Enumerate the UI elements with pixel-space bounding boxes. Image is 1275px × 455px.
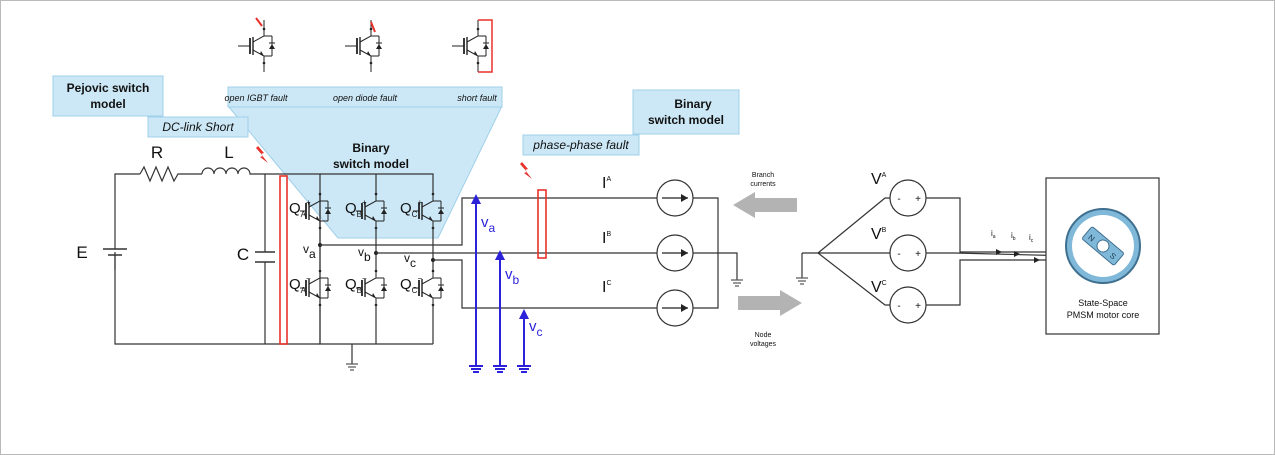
source-side-ground-icon [730,279,744,287]
phase-output-lines [320,197,738,309]
open-diode-fault-icon [345,20,383,72]
binary-center-line1: Binary [352,141,390,155]
source-e-label: E [76,243,87,262]
magnet-s-label: S [1108,251,1118,261]
resistor-label: R [151,143,163,162]
pejovic-label-line1: Pejovic switch [67,81,150,95]
current-ib-label: ib [1011,231,1016,242]
current-source-b-label: IB [602,230,611,247]
motor-current-arrows [996,249,1040,263]
dc-link-short-marker [279,175,288,345]
phase-phase-label: phase-phase fault [532,138,629,152]
capacitor-label: C [237,245,249,264]
dc-link-short-label: DC-link Short [162,120,234,134]
phase-phase-fault-marker [537,189,547,259]
probe-vb [492,250,508,373]
node-label-line1: Node [755,332,772,339]
voltage-source-c: - + [889,286,927,324]
node-va-label: va [303,242,316,261]
svg-text:+: + [915,301,921,312]
current-source-c-label: IC [602,279,612,296]
voltage-source-b-label: VB [871,226,887,243]
inverter-leg-b [355,191,388,344]
inverter-leg-a [299,191,332,344]
current-ic-label: ic [1029,233,1034,244]
svg-text:-: - [897,249,900,260]
current-source-a [656,179,694,217]
inductor-l [201,167,252,175]
motor-label-line1: State-Space [1078,298,1128,308]
fault-types-strip [227,86,503,108]
node-voltages-arrow-icon [738,290,802,316]
short-fault-label: short fault [457,93,497,103]
binary-right-callout [632,89,740,135]
current-source-b [656,234,694,272]
switch-qa-upper-label: QA+ [289,198,311,219]
open-igbt-fault-icon [238,17,276,72]
motor-side-wiring [801,197,1075,306]
probe-vb-label: vb [505,266,520,287]
voltage-source-a-label: VA [871,171,887,188]
phase-phase-callout [522,134,640,156]
current-ia-label: ia [991,229,996,240]
binary-right-line2: switch model [648,113,724,127]
voltage-source-c-label: VC [871,279,887,296]
open-diode-fault-label: open diode fault [333,93,398,103]
inductor-label: L [224,143,233,162]
dc-link-short-callout [147,116,249,138]
dc-source-e [103,198,127,270]
probe-vc [516,309,532,373]
dc-ground-icon [345,363,359,371]
motor-side-ground-icon [795,277,809,285]
motor-label-line2: PMSM motor core [1067,310,1140,320]
binary-right-line1: Binary [674,97,712,111]
motor-icon: N S [1065,208,1141,284]
node-vb-label: vb [358,245,371,264]
node-label-line2: voltages [750,341,777,348]
probe-va-label: va [481,214,496,235]
short-fault-icon [452,19,493,73]
current-source-a-label: IA [602,175,611,192]
voltage-source-b: - + [889,234,927,272]
binary-center-line2: switch model [333,157,409,171]
svg-text:-: - [897,301,900,312]
probe-vc-label: vc [529,318,543,339]
open-igbt-fault-label: open IGBT fault [224,93,288,103]
switch-qc-upper-label: QC+ [400,198,422,219]
switch-qa-lower-label: QA− [289,274,311,295]
switch-qb-upper-label: QB+ [345,198,367,219]
branch-label-line1: Branch [752,172,774,179]
switch-qb-lower-label: QB− [345,274,367,295]
svg-text:+: + [915,194,921,205]
resistor-r [139,165,182,183]
magnet-n-label: N [1086,233,1096,244]
branch-currents-arrow-icon [733,192,797,218]
switch-qc-lower-label: QC− [400,274,422,295]
current-source-c [656,289,694,327]
probe-va [468,194,484,373]
svg-text:-: - [897,194,900,205]
voltage-source-a: - + [889,179,927,217]
branch-label-line2: currents [750,181,776,188]
phase-phase-bolt-icon [520,162,532,179]
pejovic-label-line2: model [90,97,125,111]
svg-text:+: + [915,249,921,260]
node-vc-label: vc [404,251,416,270]
dc-capacitor [255,251,275,263]
pejovic-callout [52,75,164,117]
